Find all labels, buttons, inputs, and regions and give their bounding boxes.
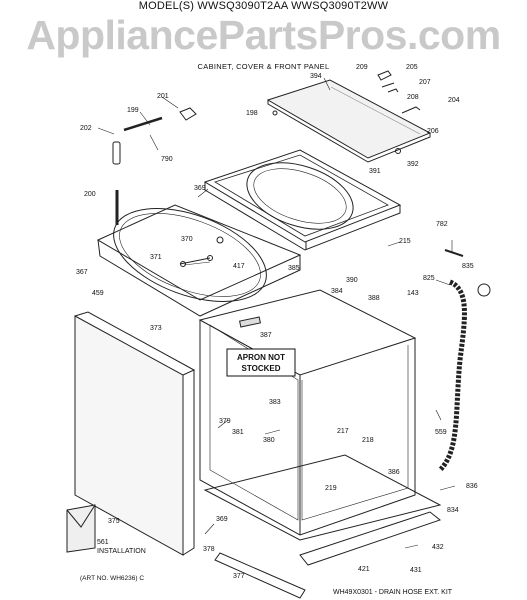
- part-label-559: 559: [435, 429, 447, 436]
- part-label-379: 379: [219, 418, 231, 425]
- part-label-386: 386: [388, 469, 400, 476]
- part-label-388: 388: [368, 295, 380, 302]
- part-label-143: 143: [407, 290, 419, 297]
- part-label-218: 218: [362, 437, 374, 444]
- top-cover: [203, 149, 402, 251]
- part-label-369-a: 369: [194, 185, 206, 192]
- part-label-387: 387: [260, 332, 272, 339]
- part-label-200: 200: [84, 191, 96, 198]
- part-label-377: 377: [233, 573, 245, 580]
- part-label-391: 391: [369, 168, 381, 175]
- part-number-labels: 394 209 205 207 208 204 206 201 199 202 …: [76, 64, 478, 580]
- front-panel: [74, 311, 196, 556]
- part-label-825: 825: [423, 275, 435, 282]
- watermark-logo: AppliancePartsPros.com: [26, 12, 501, 58]
- suspension-rod: [112, 107, 197, 225]
- part-label-370: 370: [181, 236, 193, 243]
- cover-lid: [266, 79, 432, 163]
- part-label-207: 207: [419, 79, 431, 86]
- part-label-204: 204: [448, 97, 460, 104]
- part-label-205: 205: [406, 64, 418, 71]
- part-label-790: 790: [161, 156, 173, 163]
- part-label-217: 217: [337, 428, 349, 435]
- part-label-381: 381: [232, 429, 244, 436]
- installation-label: INSTALLATION: [97, 548, 146, 555]
- hose-coupling: [444, 249, 464, 257]
- part-label-384: 384: [331, 288, 343, 295]
- drain-hose: [438, 279, 491, 472]
- lid-hinge-parts: [272, 70, 421, 154]
- part-label-417: 417: [233, 263, 245, 270]
- part-label-206: 206: [427, 128, 439, 135]
- part-label-215: 215: [399, 238, 411, 245]
- apron-not-stocked-callout: APRON NOT STOCKED: [226, 348, 296, 377]
- part-label-199: 199: [127, 107, 139, 114]
- part-label-392: 392: [407, 161, 419, 168]
- part-label-383: 383: [269, 399, 281, 406]
- installation-envelope: [66, 504, 96, 553]
- part-label-367: 367: [76, 269, 88, 276]
- part-label-202: 202: [80, 125, 92, 132]
- cabinet-body: [198, 289, 417, 536]
- part-label-371: 371: [150, 254, 162, 261]
- part-label-835: 835: [462, 263, 474, 270]
- part-label-219: 219: [325, 485, 337, 492]
- part-label-208: 208: [407, 94, 419, 101]
- part-label-390: 390: [346, 277, 358, 284]
- part-label-421: 421: [358, 566, 370, 573]
- part-label-432: 432: [432, 544, 444, 551]
- part-label-201: 201: [157, 93, 169, 100]
- callout-line-2: STOCKED: [242, 364, 281, 373]
- part-label-369-b: 369: [216, 516, 228, 523]
- part-label-385: 385: [288, 265, 300, 272]
- art-number: (ART NO. WH6236) C: [80, 575, 145, 582]
- part-label-459: 459: [92, 290, 104, 297]
- part-label-431: 431: [410, 567, 422, 574]
- part-label-394: 394: [310, 73, 322, 80]
- part-label-375: 375: [108, 518, 120, 525]
- section-title: CABINET, COVER & FRONT PANEL: [197, 62, 330, 71]
- part-label-380: 380: [263, 437, 275, 444]
- part-label-834: 834: [447, 507, 459, 514]
- part-label-373: 373: [150, 325, 162, 332]
- drain-hose-kit-note: WH49X0301 - DRAIN HOSE EXT. KIT: [333, 589, 453, 596]
- part-label-782: 782: [436, 221, 448, 228]
- apron-base: [203, 454, 442, 599]
- part-label-378: 378: [203, 546, 215, 553]
- model-line: MODEL(S) WWSQ3090T2AA WWSQ3090T2WW: [138, 0, 389, 12]
- part-label-836: 836: [466, 483, 478, 490]
- part-label-209: 209: [356, 64, 368, 71]
- top-frame: [96, 204, 302, 317]
- part-label-561: 561: [97, 539, 109, 546]
- callout-line-1: APRON NOT: [237, 353, 285, 362]
- part-label-198: 198: [246, 110, 258, 117]
